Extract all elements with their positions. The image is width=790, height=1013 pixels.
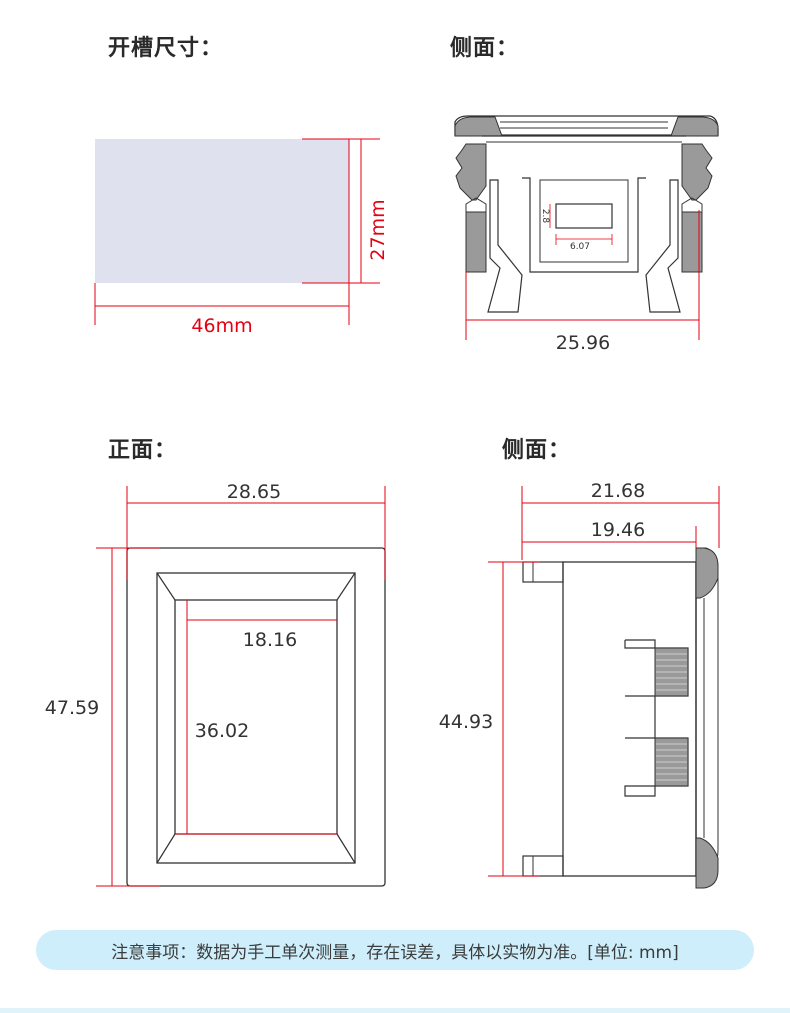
note-bar: 注意事项：数据为手工单次测量，存在误差，具体以实物为准。[单位: mm] bbox=[36, 930, 754, 970]
slot-height-label: 2.8 bbox=[540, 209, 550, 224]
side-bottom-height-label: 44.93 bbox=[439, 711, 493, 733]
side-bottom-outer-width-label: 21.68 bbox=[591, 480, 645, 502]
side-top-width-label: 25.96 bbox=[556, 332, 610, 354]
side-bottom-heading: 侧面： bbox=[502, 438, 572, 463]
front-outer-width-label: 28.65 bbox=[227, 481, 281, 503]
side-bottom-diagram: 21.68 19.46 44.93 bbox=[439, 480, 720, 889]
cutout-height-label: 27mm bbox=[367, 199, 389, 260]
cutout-diagram: 46mm 27mm bbox=[94, 138, 389, 337]
slot-width-label: 6.07 bbox=[570, 242, 590, 252]
front-diagram: 28.65 47.59 18.16 36.02 bbox=[45, 481, 386, 887]
front-outer-frame bbox=[126, 547, 386, 887]
front-inner-height-label: 36.02 bbox=[195, 720, 249, 742]
side-top-diagram: 2.8 6.07 25.96 bbox=[454, 115, 719, 354]
front-inner-width-label: 18.16 bbox=[243, 629, 297, 651]
side-top-heading: 侧面： bbox=[450, 36, 520, 61]
note-text: 注意事项：数据为手工单次测量，存在误差，具体以实物为准。[单位: mm] bbox=[111, 942, 679, 963]
side-bottom-inner-width-label: 19.46 bbox=[591, 519, 645, 541]
bottom-divider bbox=[0, 1008, 790, 1013]
cutout-width-label: 46mm bbox=[191, 315, 252, 337]
front-outer-height-label: 47.59 bbox=[45, 697, 99, 719]
front-heading: 正面： bbox=[108, 438, 178, 463]
cutout-rectangle bbox=[95, 139, 349, 283]
cutout-heading: 开槽尺寸： bbox=[108, 36, 224, 61]
